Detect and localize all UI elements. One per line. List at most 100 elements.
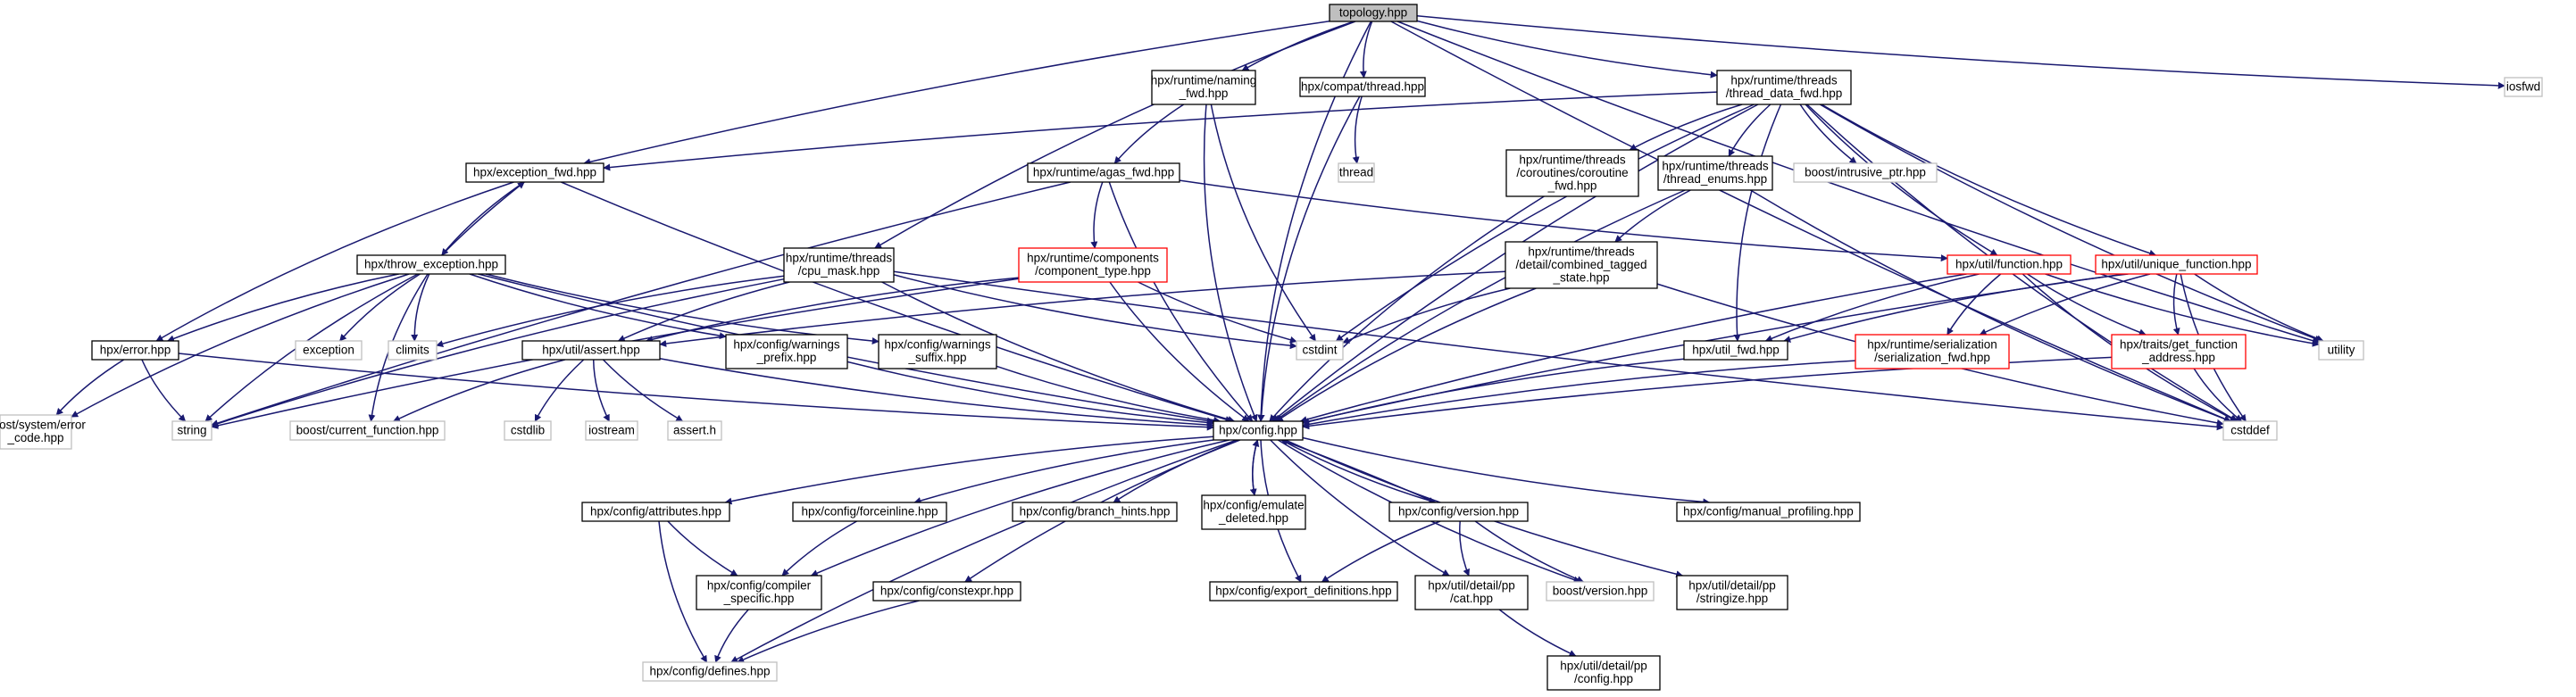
edge-topology-to-thread-data-fwd — [1416, 20, 1718, 79]
node-naming-fwd[interactable]: hpx/runtime/naming_fwd.hpp — [1151, 70, 1257, 105]
node-label: iosfwd — [2506, 79, 2540, 93]
node-label: /thread_data_fwd.hpp — [1726, 87, 1843, 100]
node-box — [783, 247, 895, 283]
node-label: /config.hpp — [1574, 672, 1633, 685]
node-box — [581, 502, 730, 522]
edge-cpu-mask-to-util-assert — [617, 281, 790, 342]
node-cstdlib: cstdlib — [504, 420, 552, 441]
node-box — [1201, 494, 1306, 530]
node-climits: climits — [388, 340, 438, 361]
edge-config-to-version — [1280, 439, 1437, 504]
edge-util-function-to-config — [1299, 273, 1967, 423]
edge-component-type-to-cstdint — [1138, 281, 1297, 344]
node-combined-tagged[interactable]: hpx/runtime/threads/detail/combined_tagg… — [1505, 241, 1658, 289]
node-box — [1683, 340, 1788, 361]
node-component-type[interactable]: hpx/runtime/components/component_type.hp… — [1018, 247, 1168, 283]
edge-topology-to-iosfwd — [1416, 14, 2505, 89]
node-box — [1546, 655, 1661, 691]
edge-util-assert-to-iostream — [592, 359, 610, 422]
node-coroutine-fwd[interactable]: hpx/runtime/threads/coroutines/coroutine… — [1505, 149, 1639, 197]
node-constexpr[interactable]: hpx/config/constexpr.hpp — [872, 581, 1021, 602]
node-label: exception — [303, 343, 354, 356]
edge-combined-tagged-to-cstdint — [1342, 287, 1511, 344]
node-label: hpx/config/warnings — [884, 338, 991, 352]
edge-pp-cat-to-pp-config — [1498, 609, 1577, 657]
edge-util-fwd-to-config — [1302, 358, 1685, 426]
node-label: boost/intrusive_ptr.hpp — [1805, 165, 1926, 178]
node-warnings-prefix[interactable]: hpx/config/warnings_prefix.hpp — [725, 334, 848, 369]
node-box — [1329, 4, 1418, 22]
edge-attributes-to-defines — [658, 520, 708, 663]
node-cpu-mask[interactable]: hpx/runtime/threads/cpu_mask.hpp — [783, 247, 895, 283]
node-version[interactable]: hpx/config/version.hpp — [1388, 502, 1529, 522]
node-error[interactable]: hpx/error.hpp — [91, 340, 179, 361]
node-label: hpx/runtime/threads — [786, 252, 893, 265]
node-label: boost/system/error — [0, 419, 86, 432]
edge-warnings-suffix-to-config — [996, 365, 1221, 424]
node-box — [1947, 254, 2072, 275]
node-util-assert[interactable]: hpx/util/assert.hpp — [521, 340, 661, 361]
edge-util-assert-to-current-function — [392, 359, 565, 422]
node-box — [1793, 162, 1938, 183]
edge-util-assert-to-cstdlib — [534, 359, 585, 422]
node-box — [1716, 70, 1852, 105]
node-label: topology.hpp — [1339, 5, 1407, 19]
node-label: hpx/util/assert.hpp — [542, 343, 640, 356]
node-forceinline[interactable]: hpx/config/forceinline.hpp — [792, 502, 947, 522]
edge-topology-to-exception-fwd — [583, 21, 1330, 166]
node-export-definitions[interactable]: hpx/config/export_definitions.hpp — [1209, 581, 1398, 602]
node-label: hpx/runtime/threads — [1528, 245, 1635, 258]
node-warnings-suffix[interactable]: hpx/config/warnings_suffix.hpp — [878, 334, 997, 369]
node-intrusive-ptr: boost/intrusive_ptr.hpp — [1793, 162, 1938, 183]
edge-topology-to-compat-thread — [1359, 21, 1373, 79]
node-label: hpx/util/detail/pp — [1560, 660, 1647, 673]
node-box — [1676, 502, 1861, 522]
node-manual-profiling[interactable]: hpx/config/manual_profiling.hpp — [1676, 502, 1861, 522]
node-box — [1027, 162, 1180, 183]
node-agas-fwd[interactable]: hpx/runtime/agas_fwd.hpp — [1027, 162, 1180, 183]
node-unique-function[interactable]: hpx/util/unique_function.hpp — [2095, 254, 2258, 275]
node-util-fwd[interactable]: hpx/util_fwd.hpp — [1683, 340, 1788, 361]
node-serialization-fwd[interactable]: hpx/runtime/serialization/serialization_… — [1855, 334, 2010, 369]
node-exception-fwd[interactable]: hpx/exception_fwd.hpp — [465, 162, 604, 183]
node-label: hpx/config.hpp — [1219, 423, 1297, 436]
edge-thread-enums-to-combined-tagged — [1614, 189, 1691, 243]
node-thread-enums[interactable]: hpx/runtime/threads/thread_enums.hpp — [1657, 155, 1773, 191]
edge-compiler-specific-to-defines — [714, 609, 749, 663]
node-box — [1338, 162, 1375, 183]
node-label: hpx/config/forceinline.hpp — [801, 504, 938, 518]
node-compiler-specific[interactable]: hpx/config/compiler_specific.hpp — [696, 575, 822, 610]
node-config[interactable]: hpx/config.hpp — [1213, 420, 1304, 441]
edge-topology-to-cstddef — [1390, 21, 2231, 422]
edge-compat-thread-to-config — [1257, 95, 1361, 422]
node-thread-data-fwd[interactable]: hpx/runtime/threads/thread_data_fwd.hpp — [1716, 70, 1852, 105]
node-label: climits — [396, 343, 429, 356]
node-emulate-deleted[interactable]: hpx/config/emulate_deleted.hpp — [1201, 494, 1306, 530]
node-box — [667, 420, 722, 441]
edge-unique-function-to-utility — [2194, 273, 2324, 343]
node-box — [2504, 77, 2543, 97]
edge-serialization-fwd-to-config — [1302, 360, 1856, 428]
node-boost-version: boost/version.hpp — [1546, 581, 1655, 602]
node-attributes[interactable]: hpx/config/attributes.hpp — [581, 502, 730, 522]
node-pp-cat[interactable]: hpx/util/detail/pp/cat.hpp — [1414, 575, 1529, 610]
node-util-function[interactable]: hpx/util/function.hpp — [1947, 254, 2072, 275]
node-label: hpx/config/version.hpp — [1398, 504, 1519, 518]
edge-config-to-forceinline — [913, 439, 1214, 504]
node-label: hpx/config/export_definitions.hpp — [1215, 584, 1391, 597]
edge-config-to-compiler-specific — [810, 439, 1230, 577]
edge-cpu-mask-to-string — [211, 278, 785, 427]
node-label: cstdint — [1302, 343, 1337, 356]
node-compat-thread[interactable]: hpx/compat/thread.hpp — [1299, 77, 1426, 97]
node-label: hpx/util/function.hpp — [1955, 257, 2063, 270]
edge-thread-data-fwd-to-coroutine-fwd — [1629, 104, 1743, 151]
node-throw-exception[interactable]: hpx/throw_exception.hpp — [356, 254, 506, 275]
node-topology[interactable]: topology.hpp — [1329, 4, 1418, 22]
node-pp-config[interactable]: hpx/util/detail/pp/config.hpp — [1546, 655, 1661, 691]
edge-cpu-mask-to-cstddef — [893, 270, 2224, 431]
node-branch-hints[interactable]: hpx/config/branch_hints.hpp — [1012, 502, 1178, 522]
node-pp-stringize[interactable]: hpx/util/detail/pp/stringize.hpp — [1676, 575, 1788, 610]
edge-throw-exception-to-climits — [411, 273, 430, 342]
node-iostream: iostream — [585, 420, 638, 441]
node-get-function-address[interactable]: hpx/traits/get_function_address.hpp — [2111, 334, 2247, 369]
